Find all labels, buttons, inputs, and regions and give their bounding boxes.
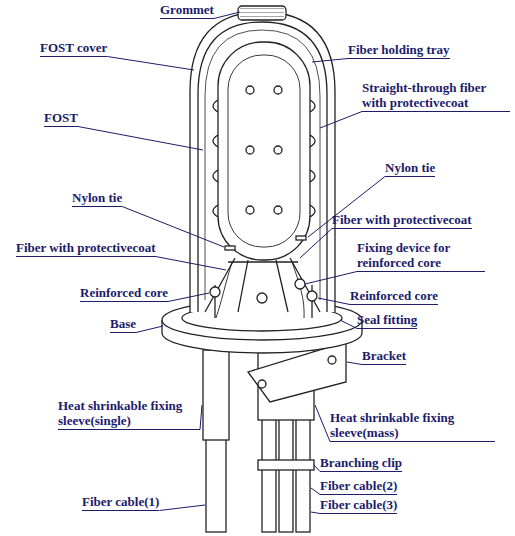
leader-line	[315, 405, 330, 442]
leader-line	[305, 272, 357, 285]
leader-line	[168, 293, 209, 302]
part-label: Nylon tie	[72, 190, 122, 207]
part-label: Reinforced core	[80, 285, 168, 302]
leader-line	[311, 488, 320, 495]
leader-line	[78, 127, 203, 151]
leader-line	[214, 12, 240, 19]
part-label: FOST cover	[40, 40, 107, 57]
leader-line	[320, 112, 362, 129]
leader-line	[308, 177, 385, 238]
leader-line	[318, 298, 350, 305]
part-label: Fiber cable(2)	[320, 478, 397, 495]
leader-line	[340, 320, 357, 329]
leader-line	[107, 57, 194, 71]
leader-line	[136, 326, 163, 333]
part-label: Fiber with protectivecoat	[16, 240, 156, 257]
leader-line	[159, 505, 205, 511]
leader-line	[156, 257, 226, 271]
leader-line	[312, 59, 348, 63]
part-label: Base	[110, 316, 136, 333]
part-label: Fiber with protectivecoat	[332, 212, 472, 229]
part-label: FOST	[44, 110, 78, 127]
leader-line	[300, 229, 332, 259]
part-label: Fixing device for reinforced core	[357, 240, 485, 272]
part-label: Seal fitting	[357, 312, 417, 329]
part-label: Fiber holding tray	[348, 42, 450, 59]
leader-line	[347, 362, 362, 365]
part-label: Reinforced core	[350, 288, 438, 305]
leader-line	[200, 405, 202, 430]
part-label: Straight-through fiber with protectiveco…	[362, 80, 510, 112]
part-label: Fiber cable(1)	[82, 494, 159, 511]
part-label: Branching clip	[320, 455, 402, 472]
part-label: Heat shrinkable fixing sleeve(mass)	[330, 410, 495, 442]
leader-line	[311, 512, 320, 514]
part-label: Fiber cable(3)	[320, 497, 397, 514]
part-label: Grommet	[160, 2, 214, 19]
part-label: Bracket	[362, 348, 406, 365]
part-label: Nylon tie	[385, 160, 435, 177]
part-label: Heat shrinkable fixing sleeve(single)	[58, 398, 200, 430]
